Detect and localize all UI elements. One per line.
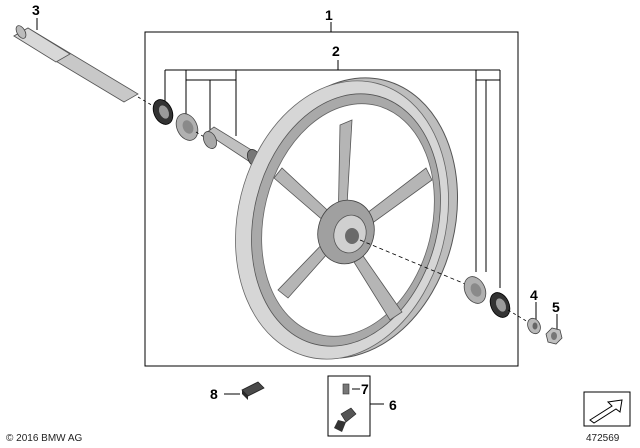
nut-part: [545, 314, 563, 345]
callout-4: 4: [530, 287, 538, 303]
callout-5: 5: [552, 299, 560, 315]
diagram-number: 472569: [586, 433, 620, 444]
callout-3: 3: [32, 2, 40, 18]
bearing-right: [463, 276, 487, 304]
direction-arrow-icon: [583, 391, 631, 427]
balance-weight-part: [224, 381, 265, 400]
copyright-text: © 2016 BMW AG: [6, 433, 83, 444]
valve-group-frame: [327, 375, 371, 437]
seal-ring-right: [489, 292, 529, 323]
collar-part: [527, 302, 541, 335]
bearing-left: [175, 113, 207, 141]
front-wheel: [235, 77, 471, 360]
leader-2: [164, 60, 501, 288]
valve-stem-part: [334, 407, 357, 432]
seal-ring-left: [152, 99, 174, 125]
callout-6: 6: [389, 397, 397, 413]
callout-8: 8: [210, 386, 218, 402]
callout-7: 7: [361, 381, 369, 397]
axle-part: [13, 18, 161, 111]
valve-cap-part: [342, 383, 360, 395]
callout-2: 2: [332, 43, 340, 59]
callout-1: 1: [325, 7, 333, 23]
